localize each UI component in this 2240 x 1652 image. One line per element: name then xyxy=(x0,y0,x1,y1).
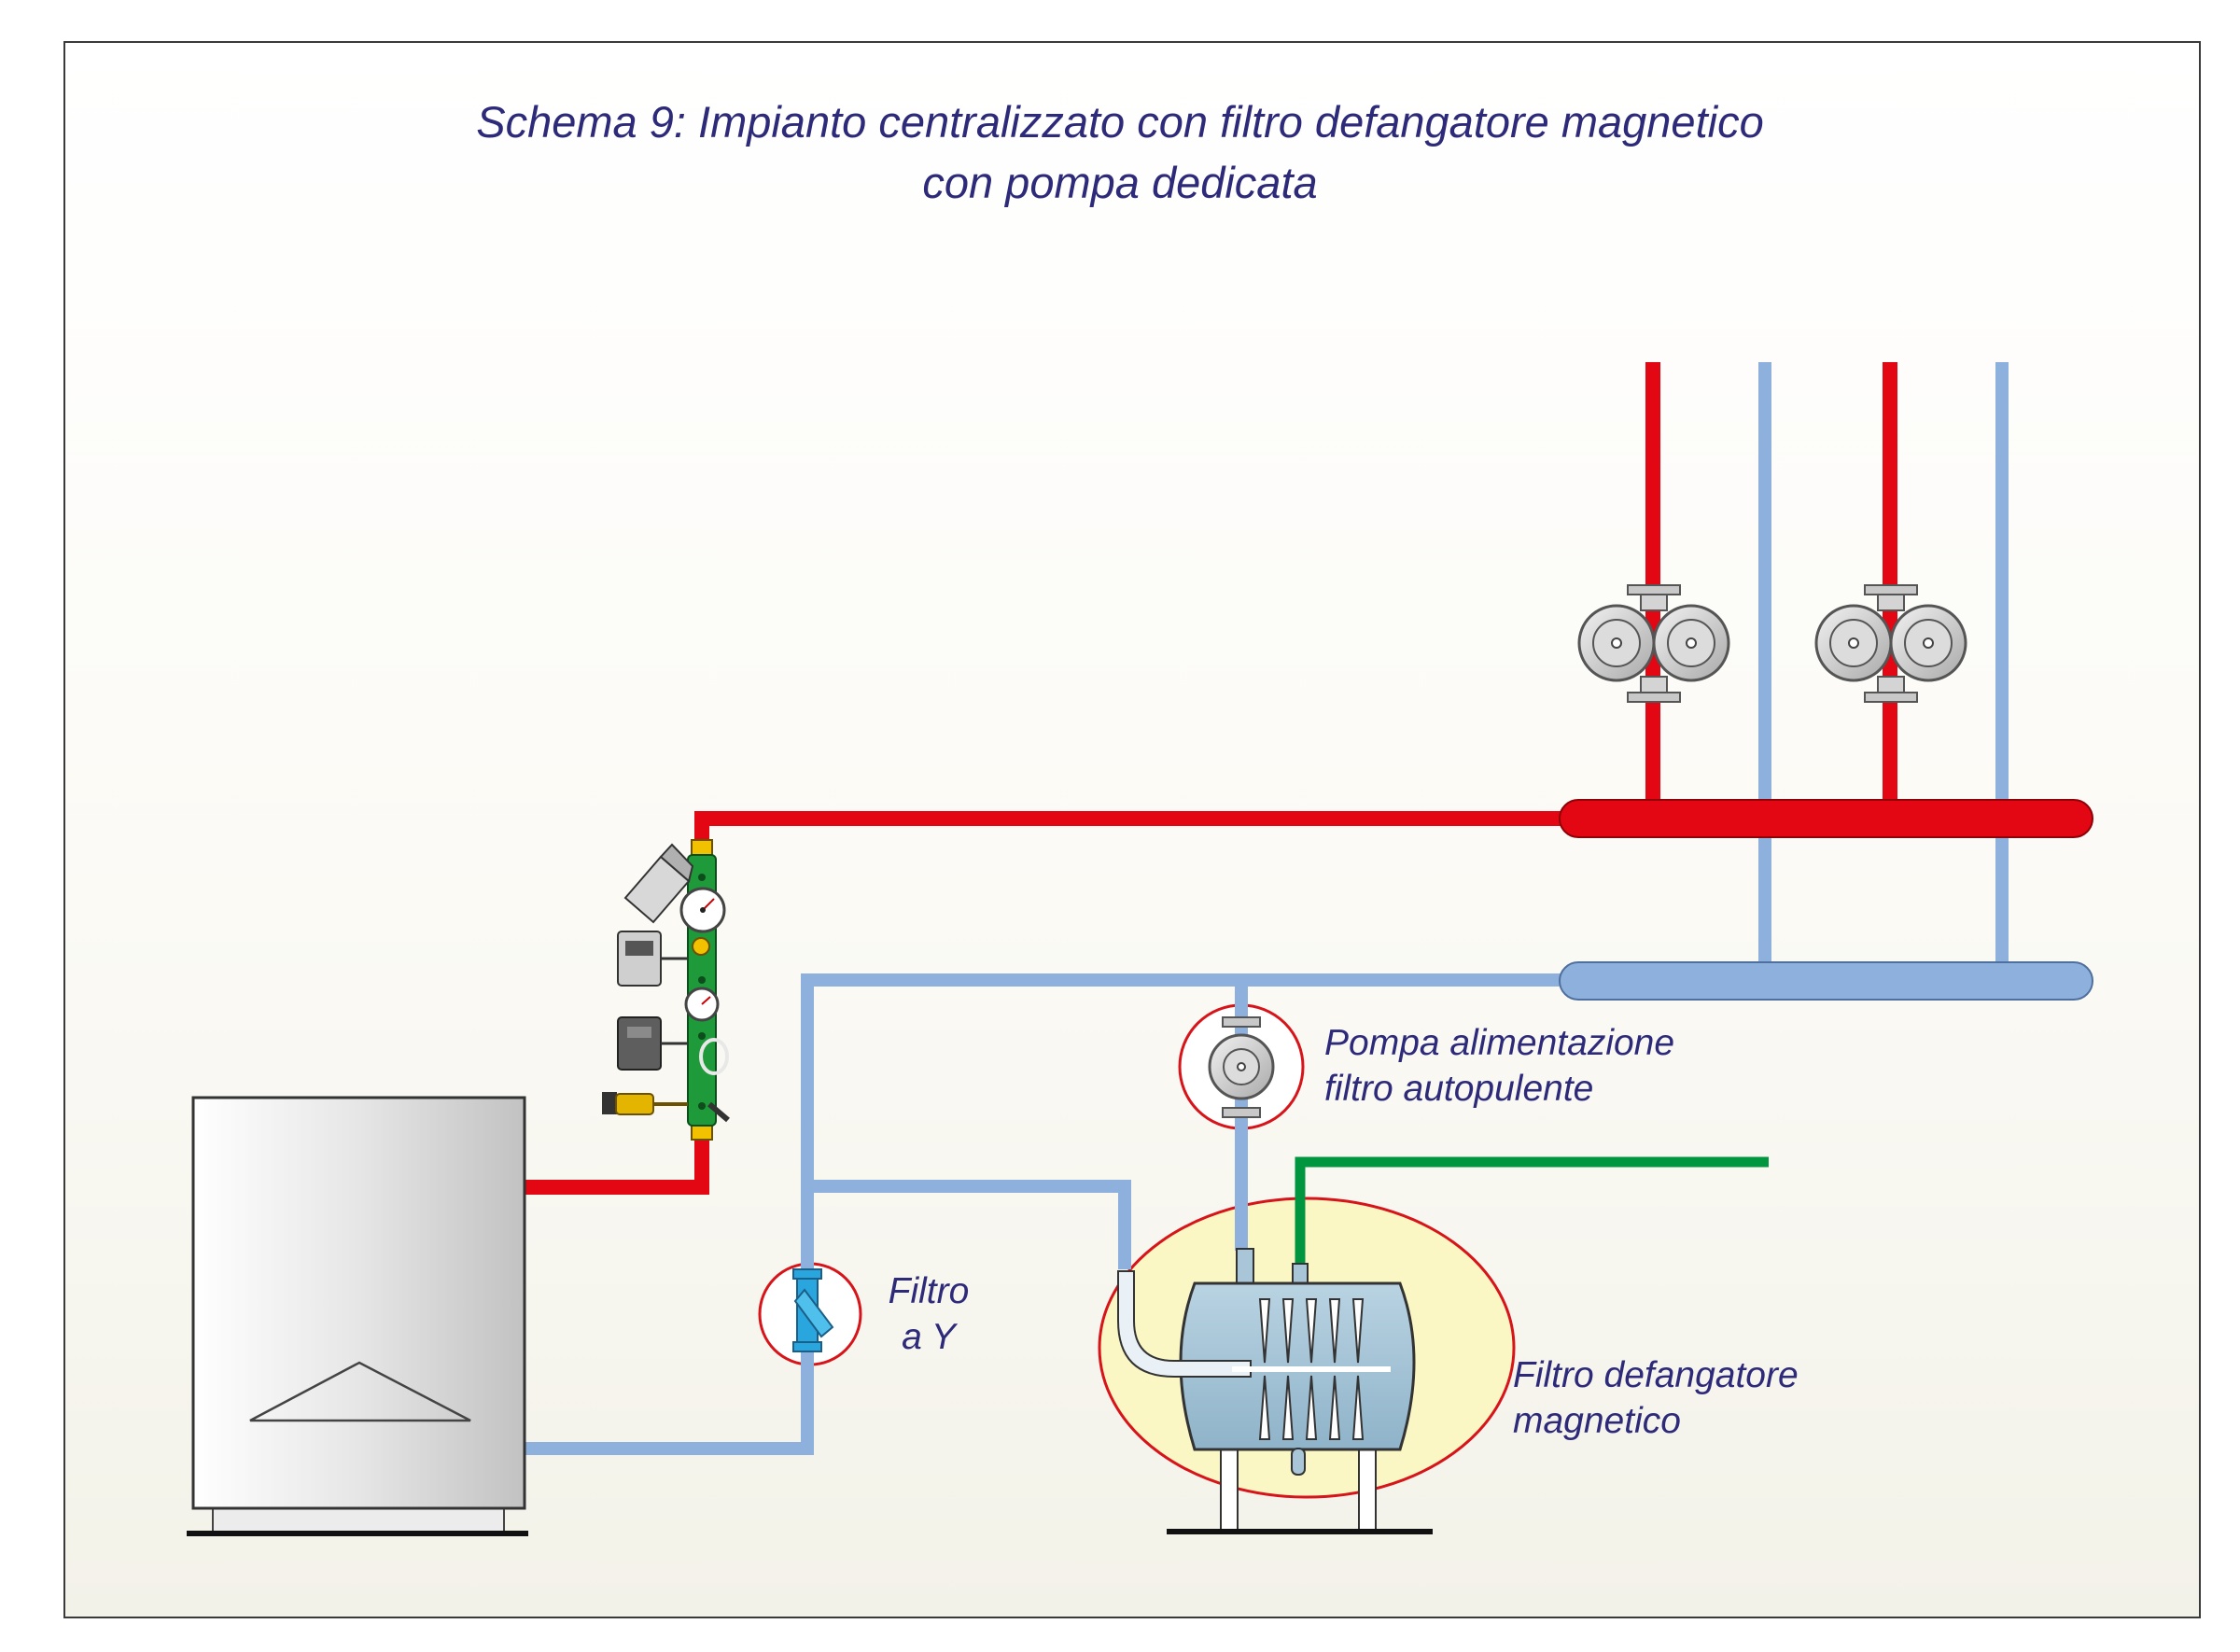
label-y-filter-line1: Filtro xyxy=(888,1271,970,1311)
return-manifold xyxy=(1559,961,2093,1001)
shutoff-handle-icon xyxy=(707,1101,730,1123)
drain-pipe xyxy=(1295,1156,1769,1274)
twin-circulator-1 xyxy=(1577,584,1730,703)
safety-valve xyxy=(602,1092,688,1115)
diagram-title-line2: con pompa dedicata xyxy=(922,158,1318,207)
magnetic-dirt-separator xyxy=(1117,1248,1433,1534)
y-filter xyxy=(792,1268,834,1352)
filter-feed-pump xyxy=(1208,1016,1275,1118)
twin-circulator-2 xyxy=(1814,584,1967,703)
safety-kit-assembly xyxy=(602,839,730,1141)
label-feed-pump-line2: filtro autopulente xyxy=(1324,1069,1594,1109)
label-mag-filter: Filtro defangatore magnetico xyxy=(1513,1352,1799,1444)
diagram-title-line1: Schema 9: Impianto centralizzato con fil… xyxy=(476,97,1764,147)
label-mag-filter-line2: magnetico xyxy=(1513,1401,1681,1441)
label-feed-pump-line1: Pompa alimentazione xyxy=(1324,1023,1675,1063)
supply-manifold xyxy=(1559,799,2093,838)
label-y-filter-line2: a Y xyxy=(902,1317,956,1357)
label-y-filter: Filtro a Y xyxy=(877,1268,980,1360)
thermometer-icon xyxy=(684,987,720,1022)
pressure-gauge-icon xyxy=(679,887,726,933)
pressure-switch-box xyxy=(617,1016,688,1071)
coil-icon xyxy=(699,1038,729,1075)
thermostat-box-2 xyxy=(617,931,688,987)
return-pipes xyxy=(525,362,2009,1455)
sight-glass-icon xyxy=(692,937,710,956)
label-mag-filter-line1: Filtro defangatore xyxy=(1513,1355,1799,1395)
thermostat-box-1 xyxy=(623,843,694,924)
label-feed-pump: Pompa alimentazione filtro autopulente xyxy=(1324,1020,1674,1112)
boiler xyxy=(187,1096,528,1536)
